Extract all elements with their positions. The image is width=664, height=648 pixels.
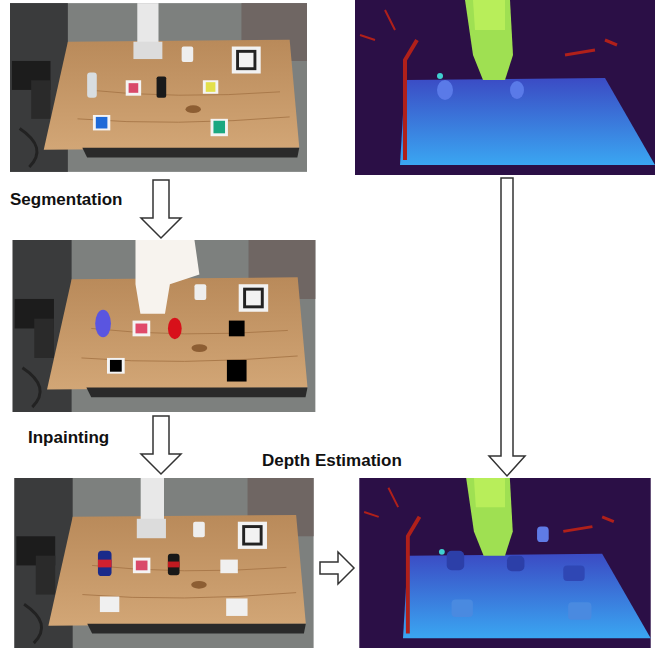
stage-label: Depth Estimation — [260, 451, 404, 471]
stage-label: Segmentation — [8, 190, 124, 210]
stage-label: Inpainting — [26, 428, 111, 448]
